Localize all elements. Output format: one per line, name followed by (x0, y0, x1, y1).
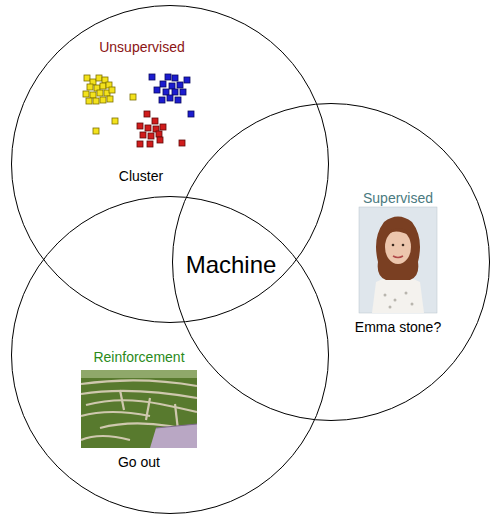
maze-photo-part-part (81, 436, 130, 440)
portrait-photo-part (385, 228, 411, 238)
cluster-scatter-part-part (152, 118, 158, 124)
region-heading: Unsupervised (99, 40, 185, 55)
maze-photo-part (81, 370, 197, 378)
cluster-scatter-part-part (177, 82, 183, 88)
portrait-photo-part (359, 207, 437, 313)
cluster-scatter-part-part (147, 141, 153, 147)
maze-photo-part-part (120, 390, 124, 410)
region-heading: Supervised (363, 191, 433, 206)
cluster-scatter-part-part (109, 87, 115, 93)
cluster-scatter-part-part (145, 125, 151, 131)
cluster-scatter-part-part (140, 132, 146, 138)
maze-photo-part (81, 370, 197, 448)
cluster-scatter-part (83, 75, 136, 134)
cluster-scatter-part-part (100, 97, 106, 103)
portrait-photo-part (372, 276, 424, 313)
portrait-photo-part (393, 256, 403, 258)
cluster-scatter-part-part (96, 75, 102, 81)
maze-photo-part (150, 424, 197, 448)
cluster-scatter-part-part (157, 137, 163, 143)
example-caption: Go out (118, 455, 160, 470)
maze-photo-part-part (146, 398, 150, 420)
cluster-scatter-part-part (149, 74, 155, 80)
portrait-photo-part (402, 244, 405, 247)
circle-outline (12, 6, 329, 323)
cluster-scatter-part-part (172, 89, 178, 95)
portrait-photo-part (359, 207, 437, 313)
portrait-photo-part-part (389, 306, 392, 309)
cluster-scatter-part-part (130, 94, 136, 100)
cluster-scatter-part-part (93, 98, 99, 104)
cluster-scatter-part-part (175, 97, 181, 103)
cluster-scatter-part-part (179, 140, 185, 146)
example-caption: Cluster (119, 169, 163, 184)
cluster-scatter-part-part (90, 92, 96, 98)
maze-photo-part (156, 424, 197, 428)
cluster-scatter-part-part (160, 124, 166, 130)
circle-outline (12, 197, 329, 514)
cluster-scatter-part-part (188, 111, 194, 117)
portrait-photo-part-part (405, 292, 408, 295)
cluster-scatter-part-part (169, 83, 175, 89)
cluster-scatter (83, 74, 194, 147)
cluster-scatter-part-part (180, 89, 186, 95)
cluster-scatter-part-part (86, 98, 92, 104)
maze-photo-part-part (86, 400, 197, 412)
portrait-photo-part (376, 217, 420, 281)
center-label: Machine (186, 252, 277, 278)
cluster-scatter-part-part (165, 74, 171, 80)
portrait-photo-part-part (384, 294, 387, 297)
cluster-scatter-part-part (84, 75, 90, 81)
portrait-photo-part-part (411, 303, 414, 306)
portrait-photo-part-part (394, 299, 397, 302)
cluster-scatter-part-part (184, 77, 190, 83)
maze-photo (81, 370, 197, 448)
cluster-scatter-part-part (93, 128, 99, 134)
cluster-scatter-part-part (156, 131, 162, 137)
maze-photo-part-part (81, 391, 197, 398)
cluster-scatter-part-part (137, 123, 143, 129)
cluster-scatter-part-part (159, 97, 165, 103)
cluster-scatter-part-part (112, 118, 118, 124)
cluster-scatter-part-part (172, 75, 178, 81)
venn-circle: Reinforcement Go out (11, 196, 329, 514)
cluster-scatter-part-part (97, 90, 103, 96)
cluster-scatter-part-part (137, 141, 143, 147)
cluster-scatter-part (149, 74, 194, 117)
portrait-photo-part (392, 244, 395, 247)
cluster-scatter-part-part (83, 91, 89, 97)
cluster-scatter-part-part (163, 89, 169, 95)
cluster-scatter-part-part (160, 81, 166, 87)
cluster-scatter-part-part (100, 83, 106, 89)
maze-photo-part-part (81, 412, 150, 416)
maze-photo-part-part (81, 380, 197, 386)
portrait-photo (359, 207, 437, 313)
circle-outline (173, 104, 490, 421)
cluster-scatter-part-part (167, 95, 173, 101)
cluster-scatter-part-part (154, 87, 160, 93)
region-heading: Reinforcement (93, 350, 184, 365)
portrait-photo-part (385, 230, 411, 264)
example-caption: Emma stone? (355, 320, 441, 335)
venn-circle: UnsupervisedCluster (11, 5, 329, 323)
cluster-scatter-part-part (148, 133, 154, 139)
cluster-scatter-part (137, 111, 185, 147)
cluster-scatter-part-part (87, 84, 93, 90)
cluster-scatter-part-part (107, 96, 113, 102)
portrait-photo-part (384, 292, 414, 309)
cluster-scatter-part-part (144, 111, 150, 117)
